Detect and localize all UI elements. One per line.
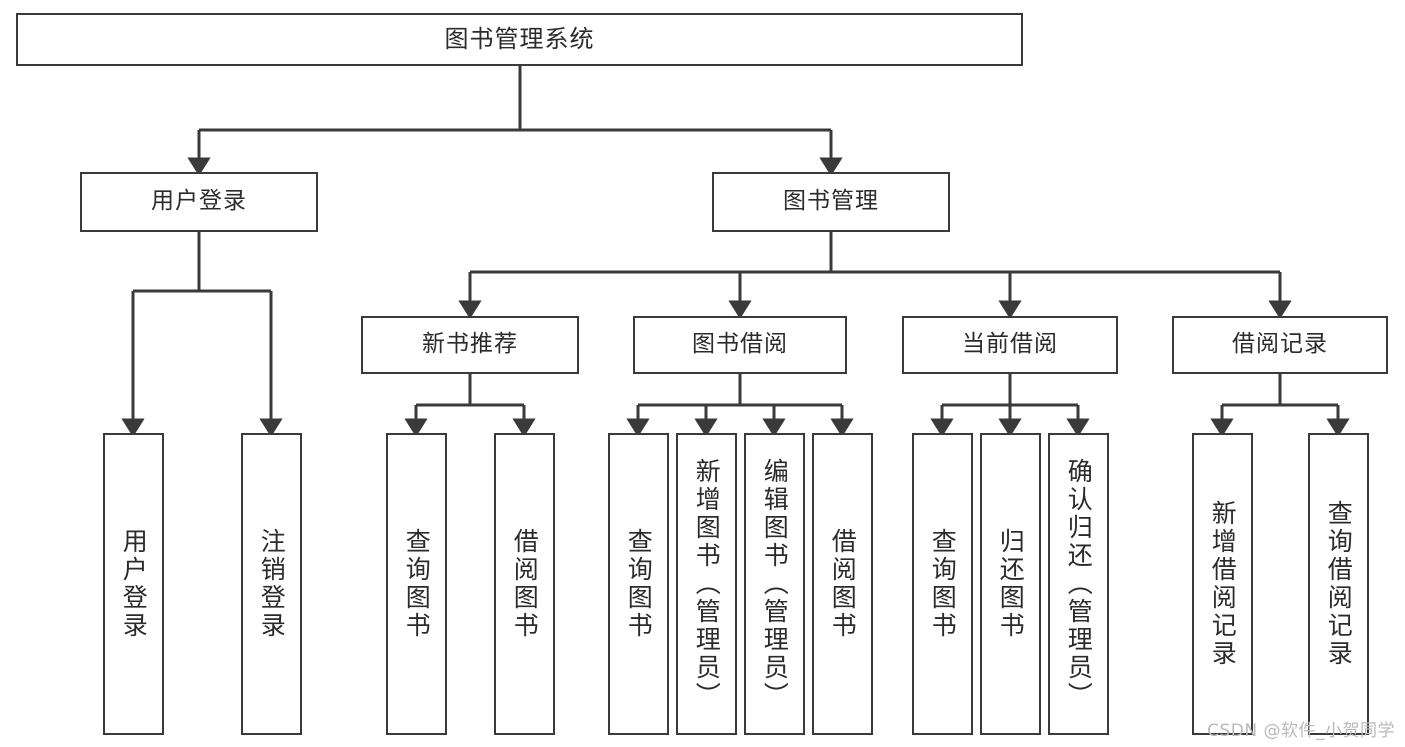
leaf-add-book-admin[interactable]: 新增图书（管理员） <box>676 433 737 735</box>
leaf-return-book[interactable]: 归还图书 <box>980 433 1041 735</box>
node-label: 新增图书（管理员） <box>692 458 722 710</box>
leaf-query-book-current[interactable]: 查询图书 <box>912 433 973 735</box>
leaf-query-borrow-record[interactable]: 查询借阅记录 <box>1308 433 1369 735</box>
node-label: 编辑图书（管理员） <box>760 458 790 710</box>
leaf-query-book-newbook[interactable]: 查询图书 <box>386 433 447 735</box>
node-root-system[interactable]: 图书管理系统 <box>16 13 1023 66</box>
leaf-query-book-borrow[interactable]: 查询图书 <box>608 433 669 735</box>
leaf-add-borrow-record[interactable]: 新增借阅记录 <box>1192 433 1253 735</box>
node-label: 查询图书 <box>624 528 654 640</box>
leaf-confirm-return-admin[interactable]: 确认归还（管理员） <box>1048 433 1109 735</box>
node-label: 当前借阅 <box>962 331 1058 358</box>
watermark-text: CSDN @软件_小贺同学 <box>1207 721 1395 741</box>
leaf-borrow-book[interactable]: 借阅图书 <box>812 433 873 735</box>
node-book-management[interactable]: 图书管理 <box>712 172 950 232</box>
leaf-edit-book-admin[interactable]: 编辑图书（管理员） <box>744 433 805 735</box>
node-label: 图书管理 <box>783 188 879 215</box>
node-label: 查询图书 <box>402 528 432 640</box>
leaf-user-login[interactable]: 用户登录 <box>103 433 164 735</box>
node-label: 新增借阅记录 <box>1208 500 1238 668</box>
node-book-borrow[interactable]: 图书借阅 <box>633 316 847 374</box>
node-label: 借阅图书 <box>510 528 540 640</box>
node-label: 用户登录 <box>119 528 149 640</box>
node-label: 确认归还（管理员） <box>1064 458 1094 710</box>
node-label: 借阅记录 <box>1232 331 1328 358</box>
node-label: 查询借阅记录 <box>1324 500 1354 668</box>
node-label: 用户登录 <box>151 188 247 215</box>
leaf-user-logout[interactable]: 注销登录 <box>241 433 302 735</box>
node-user-login[interactable]: 用户登录 <box>80 172 318 232</box>
node-label: 图书借阅 <box>692 331 788 358</box>
node-label: 注销登录 <box>257 528 287 640</box>
node-new-book-recommend[interactable]: 新书推荐 <box>361 316 579 374</box>
node-borrow-record[interactable]: 借阅记录 <box>1172 316 1388 374</box>
node-label: 查询图书 <box>928 528 958 640</box>
node-label: 归还图书 <box>996 528 1026 640</box>
leaf-borrow-book-newbook[interactable]: 借阅图书 <box>494 433 555 735</box>
node-label: 图书管理系统 <box>444 25 595 54</box>
node-label: 借阅图书 <box>828 528 858 640</box>
node-current-borrow[interactable]: 当前借阅 <box>902 316 1118 374</box>
node-label: 新书推荐 <box>422 331 518 358</box>
